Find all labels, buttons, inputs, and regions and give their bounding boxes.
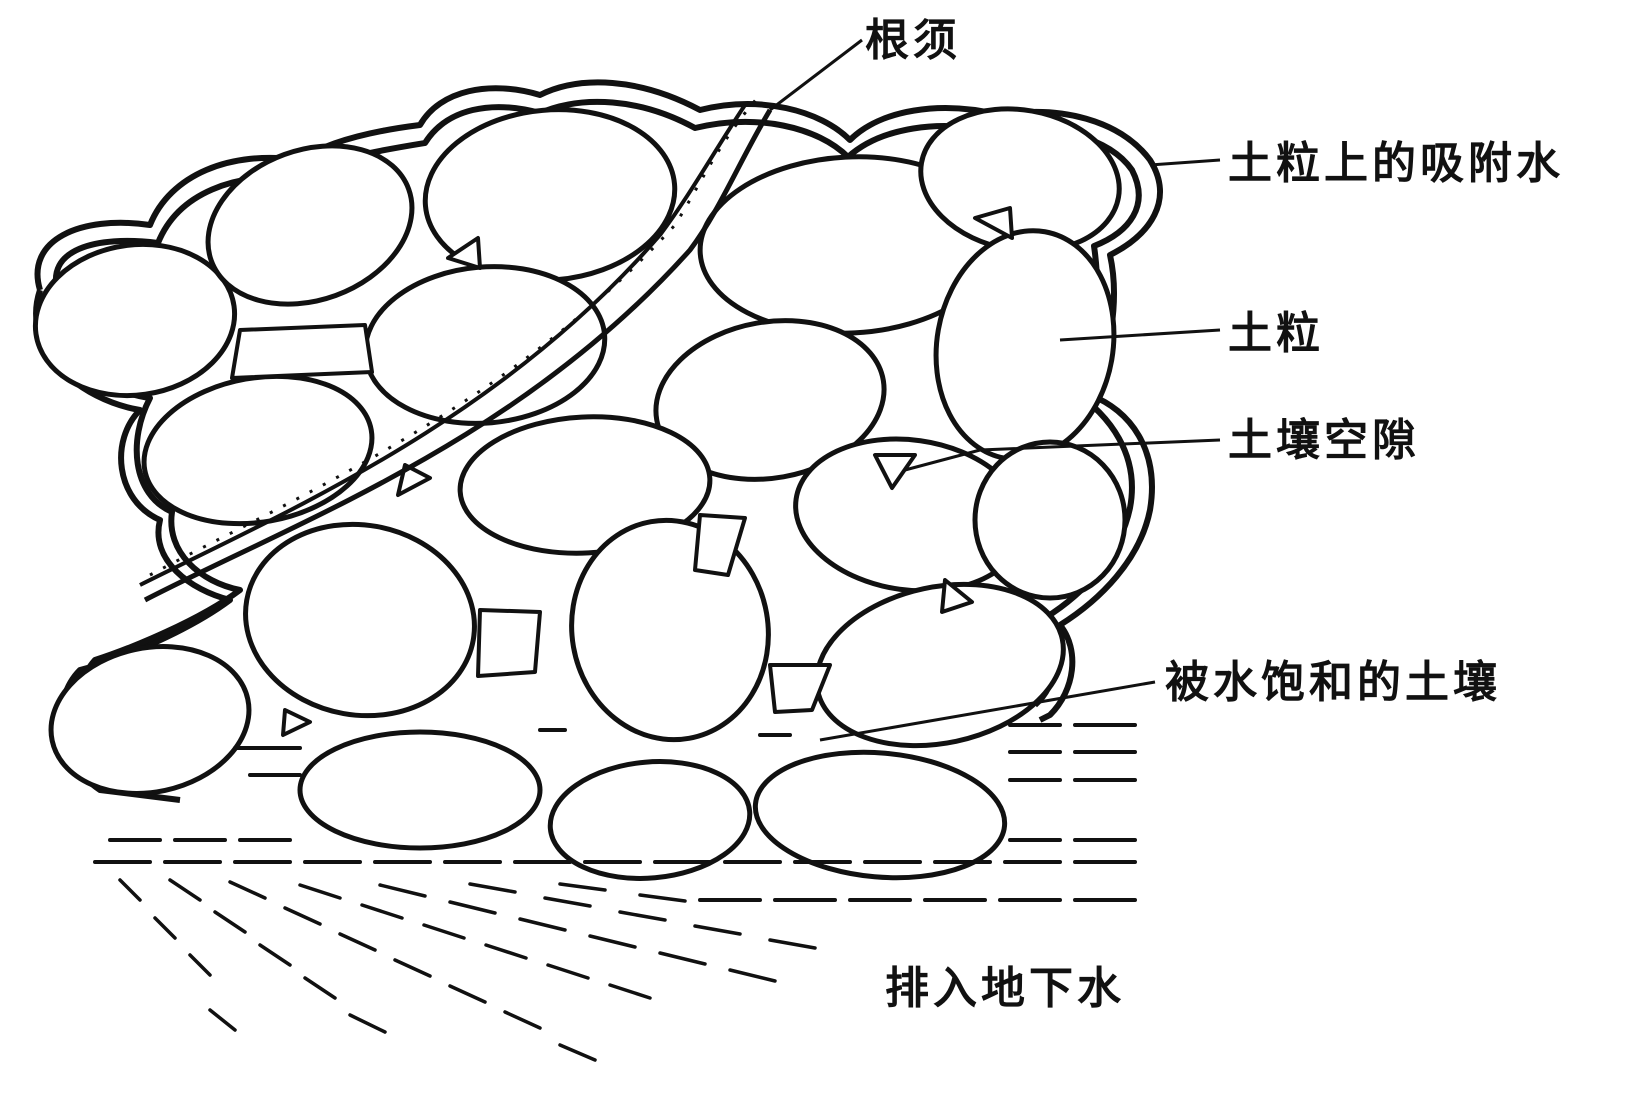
soil-particle bbox=[975, 442, 1125, 598]
leader-root-hair bbox=[770, 40, 862, 110]
drainage-dashes bbox=[120, 880, 815, 1060]
soil-particle bbox=[300, 732, 540, 848]
label-saturated-soil: 被水饱和的土壤 bbox=[1165, 657, 1501, 708]
label-soil-pore: 土壤空隙 bbox=[1228, 415, 1420, 466]
soil-particle bbox=[545, 754, 754, 887]
soil-particles bbox=[26, 94, 1132, 888]
label-adsorbed-water: 土粒上的吸附水 bbox=[1228, 138, 1564, 189]
label-soil-particle: 土粒 bbox=[1228, 308, 1324, 359]
label-drain-to-groundwater: 排入地下水 bbox=[885, 963, 1125, 1014]
soil-particle bbox=[750, 742, 1010, 887]
leader-adsorbed-water bbox=[1150, 160, 1220, 165]
soil-particle bbox=[37, 629, 263, 811]
soil-particle bbox=[359, 257, 612, 433]
label-root-hair: 根须 bbox=[865, 15, 961, 66]
